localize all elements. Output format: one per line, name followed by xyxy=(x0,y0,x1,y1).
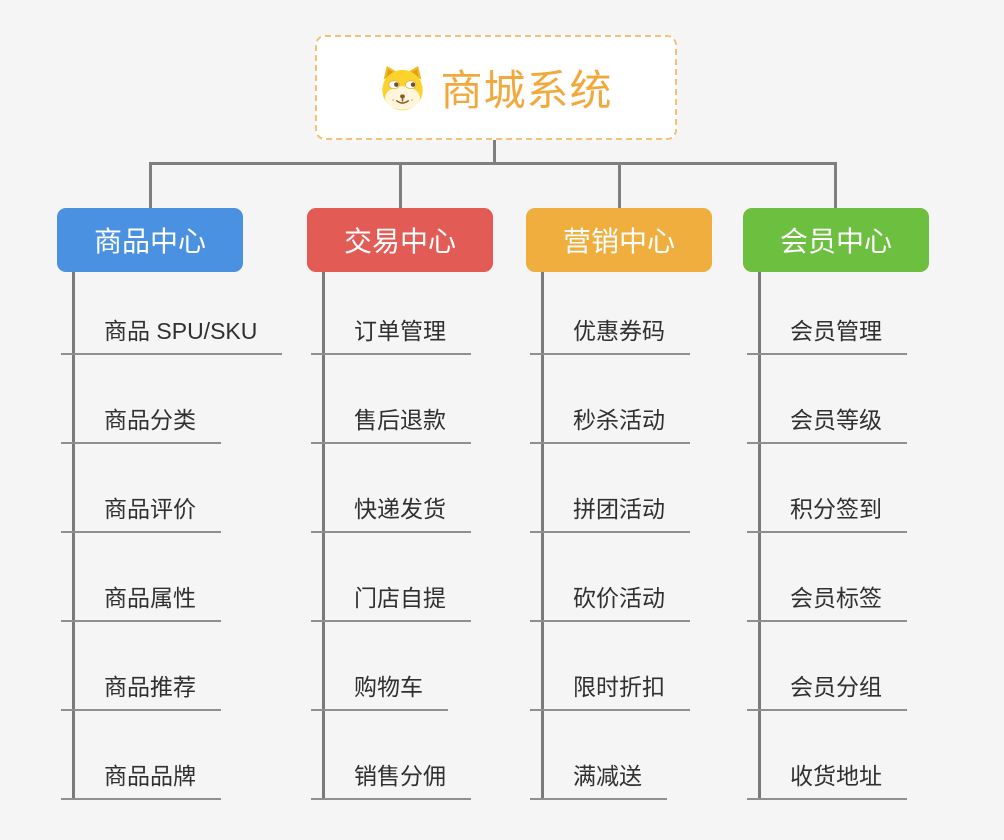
child-topic[interactable]: 积分签到 xyxy=(747,490,907,533)
child-list: 优惠券码 秒杀活动 拼团活动 砍价活动 限时折扣 满减送 xyxy=(530,272,786,800)
child-topic[interactable]: 商品属性 xyxy=(61,579,221,622)
list-item: 快递发货 xyxy=(311,444,567,533)
child-list: 订单管理 售后退款 快递发货 门店自提 购物车 销售分佣 xyxy=(311,272,567,800)
child-topic[interactable]: 会员分组 xyxy=(747,668,907,711)
child-topic[interactable]: 商品评价 xyxy=(61,490,221,533)
connector-drop xyxy=(149,162,152,208)
list-item: 门店自提 xyxy=(311,533,567,622)
child-topic[interactable]: 限时折扣 xyxy=(530,668,690,711)
list-item: 商品属性 xyxy=(61,533,317,622)
list-item: 商品推荐 xyxy=(61,622,317,711)
list-item: 商品分类 xyxy=(61,355,317,444)
connector-drop xyxy=(834,162,837,208)
list-item: 收货地址 xyxy=(747,711,1003,800)
child-topic[interactable]: 会员等级 xyxy=(747,401,907,444)
child-topic[interactable]: 购物车 xyxy=(311,668,448,711)
list-item: 订单管理 xyxy=(311,272,567,355)
child-topic[interactable]: 快递发货 xyxy=(311,490,471,533)
branch-column-trade-center: 交易中心 订单管理 售后退款 快递发货 门店自提 购物车 销售分佣 xyxy=(307,208,567,800)
child-topic[interactable]: 会员管理 xyxy=(747,312,907,355)
list-item: 销售分佣 xyxy=(311,711,567,800)
child-topic[interactable]: 满减送 xyxy=(530,757,667,800)
list-item: 积分签到 xyxy=(747,444,1003,533)
root-node-mall-system[interactable]: 商城系统 xyxy=(315,35,677,140)
child-topic[interactable]: 商品品牌 xyxy=(61,757,221,800)
list-item: 会员等级 xyxy=(747,355,1003,444)
list-item: 优惠券码 xyxy=(530,272,786,355)
child-topic[interactable]: 会员标签 xyxy=(747,579,907,622)
child-topic[interactable]: 秒杀活动 xyxy=(530,401,690,444)
child-topic[interactable]: 砍价活动 xyxy=(530,579,690,622)
child-topic[interactable]: 拼团活动 xyxy=(530,490,690,533)
list-item: 售后退款 xyxy=(311,355,567,444)
connector-root-stub xyxy=(493,140,496,163)
list-item: 会员分组 xyxy=(747,622,1003,711)
list-item: 会员管理 xyxy=(747,272,1003,355)
list-item: 拼团活动 xyxy=(530,444,786,533)
child-topic[interactable]: 门店自提 xyxy=(311,579,471,622)
dog-face-icon xyxy=(382,65,424,111)
branch-node-trade-center[interactable]: 交易中心 xyxy=(307,208,493,272)
list-item: 购物车 xyxy=(311,622,567,711)
branch-node-marketing-center[interactable]: 营销中心 xyxy=(526,208,712,272)
child-topic[interactable]: 收货地址 xyxy=(747,757,907,800)
child-list: 商品 SPU/SKU 商品分类 商品评价 商品属性 商品推荐 商品品牌 xyxy=(61,272,317,800)
child-topic[interactable]: 销售分佣 xyxy=(311,757,471,800)
root-title: 商城系统 xyxy=(440,67,613,114)
child-list: 会员管理 会员等级 积分签到 会员标签 会员分组 收货地址 xyxy=(747,272,1003,800)
list-item: 会员标签 xyxy=(747,533,1003,622)
list-item: 砍价活动 xyxy=(530,533,786,622)
branch-column-product-center: 商品中心 商品 SPU/SKU 商品分类 商品评价 商品属性 商品推荐 商品品牌 xyxy=(57,208,317,800)
connector-trunk xyxy=(149,162,837,165)
child-topic[interactable]: 商品推荐 xyxy=(61,668,221,711)
list-item: 商品品牌 xyxy=(61,711,317,800)
branch-column-member-center: 会员中心 会员管理 会员等级 积分签到 会员标签 会员分组 收货地址 xyxy=(743,208,1003,800)
connector-drop xyxy=(399,162,402,208)
connector-drop xyxy=(618,162,621,208)
branch-node-product-center[interactable]: 商品中心 xyxy=(57,208,243,272)
branch-node-member-center[interactable]: 会员中心 xyxy=(743,208,929,272)
child-topic[interactable]: 优惠券码 xyxy=(530,312,690,355)
child-topic[interactable]: 售后退款 xyxy=(311,401,471,444)
list-item: 商品评价 xyxy=(61,444,317,533)
list-item: 商品 SPU/SKU xyxy=(61,272,317,355)
child-topic[interactable]: 商品分类 xyxy=(61,401,221,444)
child-topic[interactable]: 商品 SPU/SKU xyxy=(61,312,283,355)
list-item: 满减送 xyxy=(530,711,786,800)
list-item: 限时折扣 xyxy=(530,622,786,711)
child-topic[interactable]: 订单管理 xyxy=(311,312,471,355)
list-item: 秒杀活动 xyxy=(530,355,786,444)
branch-column-marketing-center: 营销中心 优惠券码 秒杀活动 拼团活动 砍价活动 限时折扣 满减送 xyxy=(526,208,786,800)
